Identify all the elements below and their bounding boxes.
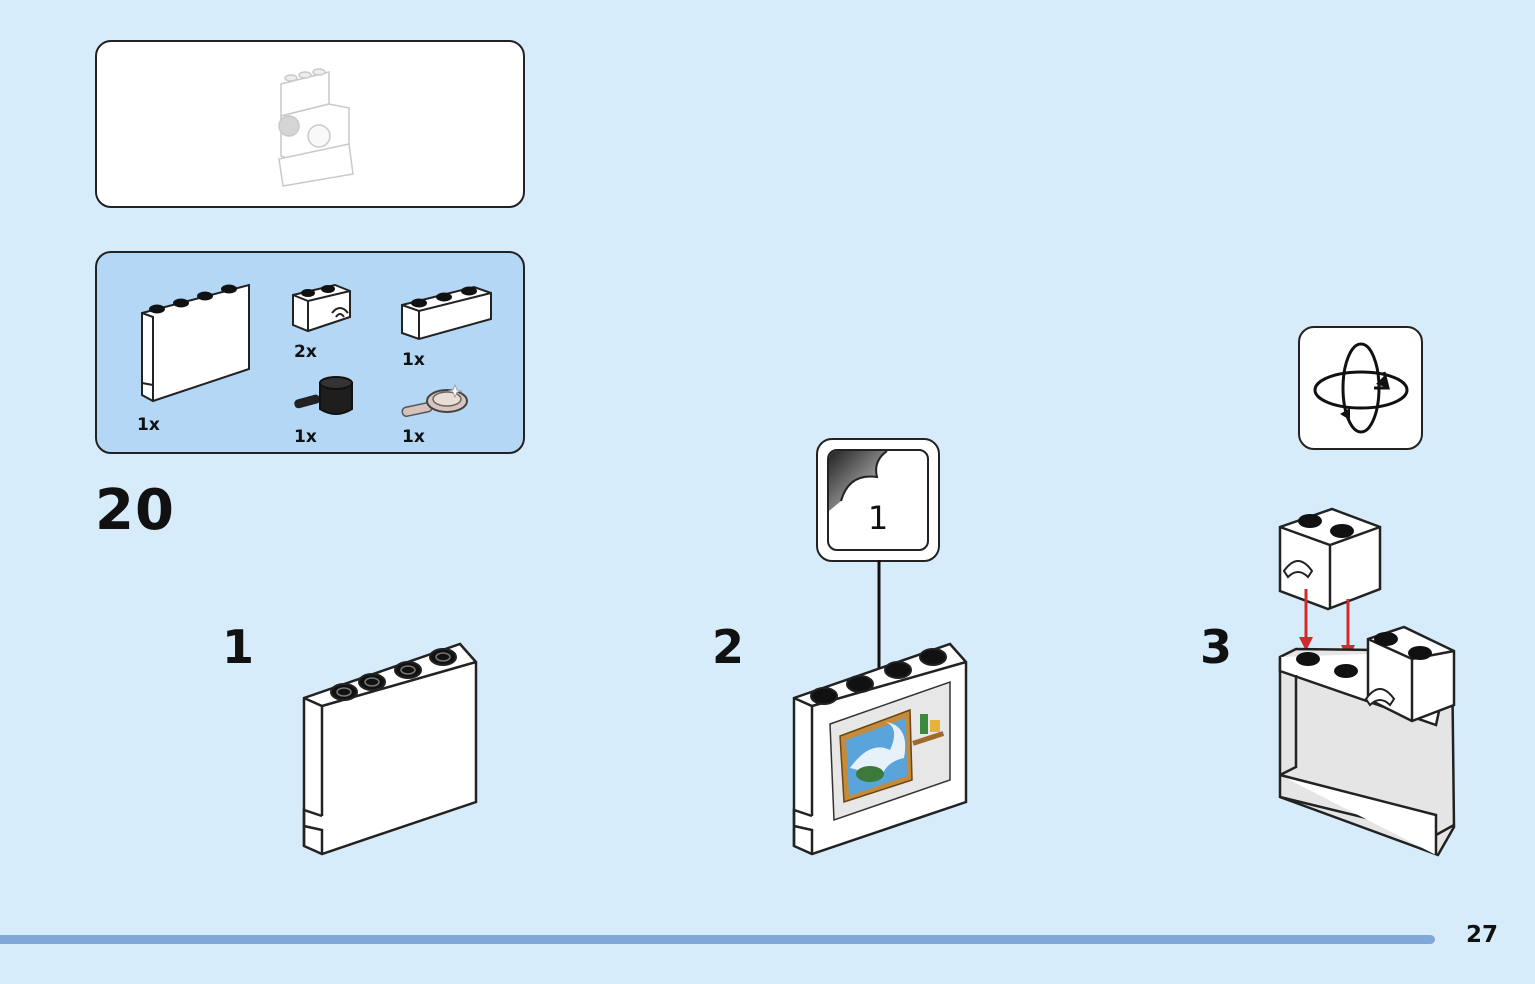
panel-1x4x3-icon [141,283,250,403]
faded-build-preview-icon [278,68,354,187]
sticker-icon: 1 [827,449,929,551]
part-qty-panel: 1x [137,415,160,435]
brick-1x2-clip-icon [292,283,351,333]
brick-1x3-icon [401,285,492,341]
page-footer-rule [0,935,1435,944]
build-preview-box [95,40,525,208]
substep-1-number: 1 [222,620,255,674]
substep-3-assembly-illustration [1278,507,1456,857]
part-qty-brick-1x3: 1x [402,350,425,370]
frying-pan-black-icon [294,376,353,415]
step-number: 20 [95,478,175,543]
part-qty-black-pan: 1x [294,427,317,447]
frying-pan-transparent-icon [401,383,468,418]
substep-3-number: 3 [1200,620,1233,674]
rotate-model-icon [1313,342,1409,434]
part-qty-transparent-pan: 1x [402,427,425,447]
sticker-number: 1 [867,499,889,537]
substep-1-panel-illustration [302,642,478,856]
sticker-callout: 1 [816,438,940,562]
substep-2-panel-with-sticker-illustration [792,642,968,856]
rotate-model-callout [1298,326,1423,450]
parts-list-box: 1x 2x 1x 1x 1x [95,251,525,454]
page-number: 27 [1466,922,1499,948]
part-qty-clip-brick: 2x [294,342,317,362]
substep-2-number: 2 [712,620,745,674]
